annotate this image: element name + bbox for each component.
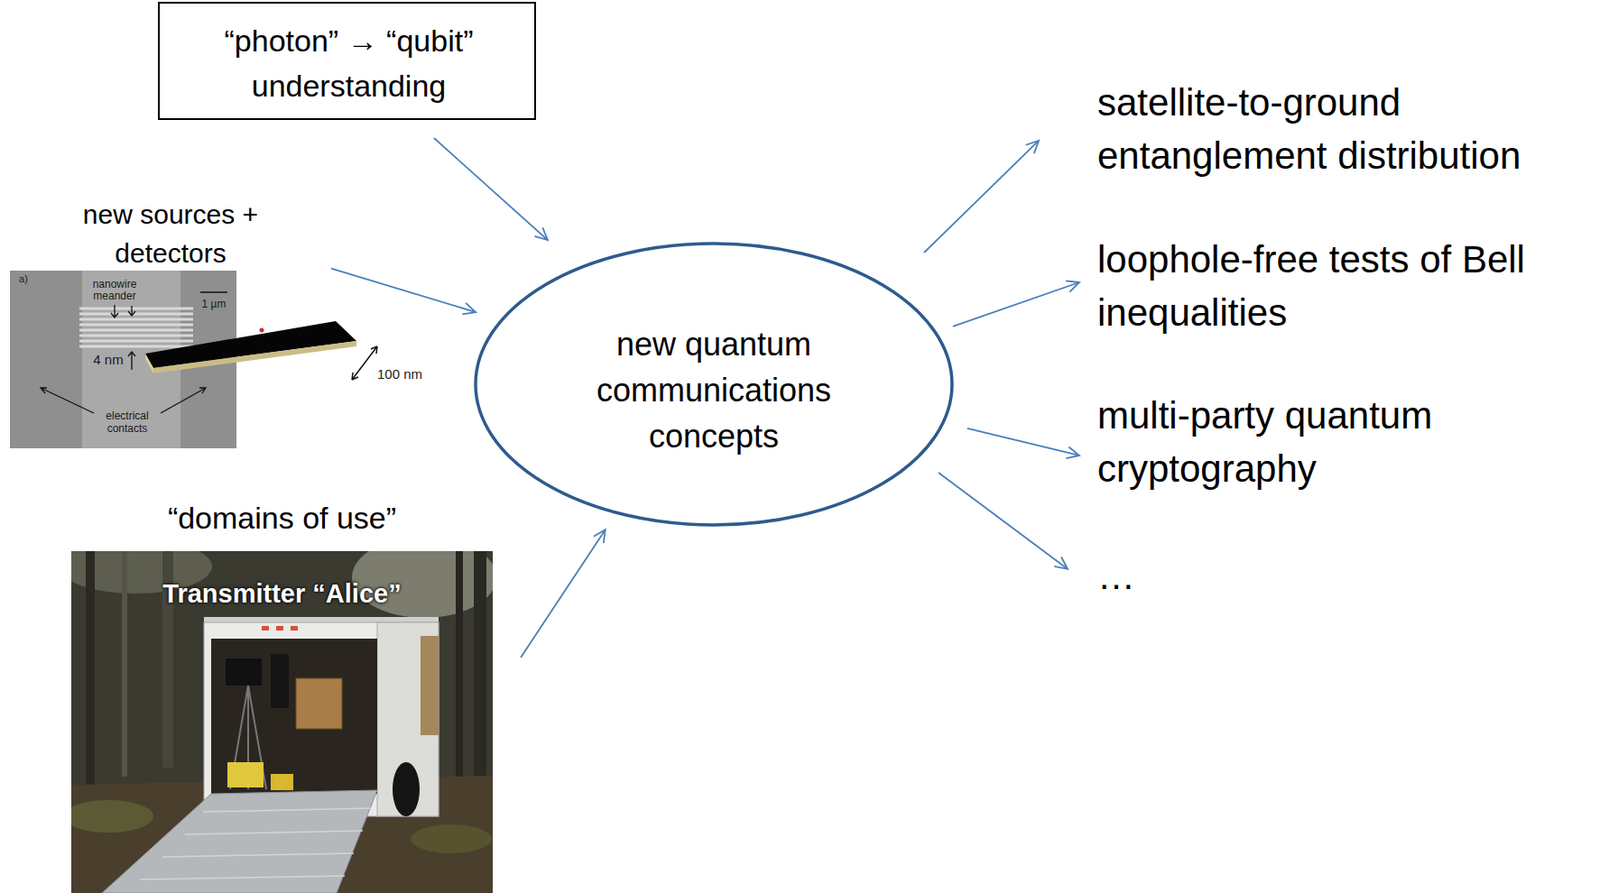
leader-arrow [110, 305, 119, 318]
ramp-line [139, 876, 345, 880]
panel-heading: “domains of use” [71, 499, 493, 537]
concept-ellipse: new quantum communications concepts [473, 241, 954, 528]
outcome-label: satellite-to-ground entanglement distrib… [1097, 75, 1592, 183]
photo-caption: Transmitter “Alice” [71, 578, 493, 610]
meander-line [79, 323, 194, 327]
flow-arrow [952, 280, 1080, 327]
tree-trunk [473, 551, 487, 787]
arrow-head [462, 303, 476, 315]
meander-line [79, 307, 194, 311]
flow-arrow [938, 472, 1068, 570]
marker-light [276, 626, 284, 631]
ramp-pattern [139, 808, 372, 880]
grass [71, 800, 154, 833]
yellow-case [270, 774, 294, 791]
arrow-line [967, 428, 1080, 456]
tree-trunk [121, 551, 128, 777]
outcome-text: satellite-to-ground entanglement distrib… [1097, 75, 1592, 183]
panel-letter: a) [13, 273, 34, 286]
dimension-arrow [351, 346, 378, 380]
meander-line [79, 318, 194, 322]
marker-light [261, 626, 269, 631]
outcome-text: multi-party quantum cryptography [1097, 388, 1592, 496]
equipment-box [295, 678, 343, 730]
grass [410, 824, 492, 854]
sem-image [9, 270, 378, 449]
ramp [101, 790, 378, 893]
flow-arrow [434, 138, 548, 241]
arrow-head [535, 227, 548, 241]
meander-line [79, 345, 194, 349]
part-label: electrical contacts [95, 409, 159, 435]
ramp-line [184, 831, 363, 835]
outcome-label: … [1097, 549, 1592, 603]
image-panel: new sources + detectors [9, 194, 332, 452]
arrow-head [1065, 446, 1080, 459]
flow-arrow [967, 428, 1080, 459]
scale-label: 1 µm [195, 297, 232, 311]
flow-arrow [924, 140, 1039, 253]
contact-pad [9, 270, 83, 449]
arrow-head [593, 529, 606, 544]
trailer-body [203, 622, 439, 817]
flow-arrow [331, 268, 476, 315]
meander-line [79, 334, 194, 338]
ellipse-shape [475, 243, 953, 526]
meander-line [79, 313, 194, 316]
wheel [392, 762, 420, 817]
arrow-line [434, 138, 548, 241]
outcome-label: loophole-free tests of Bell inequalities [1097, 232, 1592, 340]
arrow-head [1054, 557, 1068, 570]
leader-arrow [40, 388, 94, 414]
side-door [420, 636, 439, 736]
outcome-text: loophole-free tests of Bell inequalities [1097, 232, 1592, 340]
outcome-label: multi-party quantum cryptography [1097, 388, 1592, 496]
slab-edge [153, 341, 357, 374]
yellow-case [227, 762, 264, 788]
photo-panel: “domains of use” Transmitter “Alice” [71, 496, 493, 893]
ramp-line [203, 808, 372, 813]
nanowire-slab [145, 321, 357, 369]
door-opening [211, 638, 378, 795]
outcome-text: … [1097, 549, 1592, 603]
panel-heading: new sources + detectors [66, 194, 275, 273]
meander-line [79, 340, 194, 343]
tree-trunk [455, 551, 463, 777]
concept-box: “photon” → “qubit” understanding [157, 1, 537, 121]
arrow-line [938, 472, 1068, 570]
arrow-line [520, 529, 606, 658]
slab-dot [259, 328, 265, 333]
arrow-line [331, 268, 476, 313]
leader-arrow [128, 305, 136, 316]
arrow-line [924, 140, 1039, 253]
box-label: “photon” → “qubit” understanding [173, 18, 525, 109]
slab-edge [145, 353, 154, 374]
trailer-photo [71, 551, 493, 893]
ramp-line [162, 853, 354, 858]
ellipse-label: new quantum communications concepts [578, 321, 850, 460]
arrow-head [1065, 280, 1080, 292]
dimension-label: 4 nm [90, 351, 127, 368]
dimension-label: 100 nm [373, 366, 426, 382]
leader-arrow [128, 351, 136, 370]
instrument [225, 658, 262, 686]
trailer-side [377, 622, 439, 817]
marker-light [290, 626, 298, 631]
arrow-head [1026, 140, 1039, 154]
leader-arrow [160, 388, 206, 414]
instrument [270, 654, 289, 709]
part-label: nanowire meander [85, 278, 144, 303]
tree-trunk [85, 551, 95, 787]
meander-line [79, 329, 194, 333]
meander-lines [79, 308, 194, 347]
scale-bar [200, 291, 228, 294]
arrow-line [952, 282, 1080, 327]
flow-arrow [520, 529, 606, 658]
